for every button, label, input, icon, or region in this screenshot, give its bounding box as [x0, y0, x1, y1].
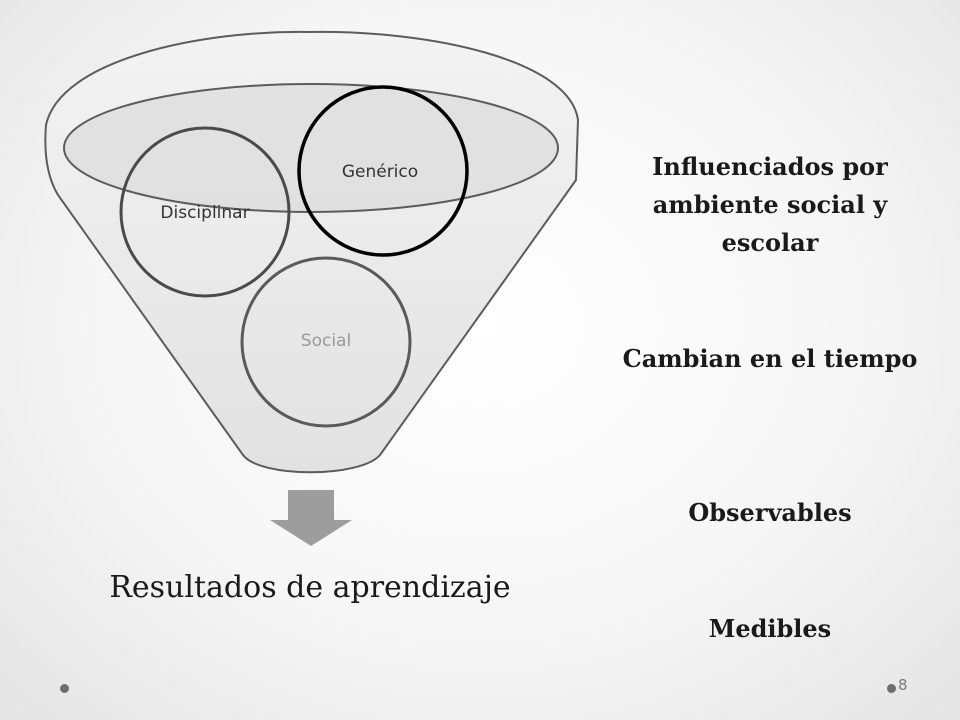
trait-observables: Observables	[688, 498, 852, 527]
footer-dot-left	[60, 684, 69, 693]
trait-medibles: Medibles	[708, 614, 832, 643]
trait-cambian: Cambian en el tiempo	[622, 344, 918, 373]
down-arrow-icon	[270, 490, 352, 546]
funnel-rim	[63, 83, 559, 213]
trait-influenciados: Influenciados por ambiente social y esco…	[652, 152, 888, 257]
social-label: Social	[301, 331, 351, 351]
footer-dot-right	[887, 684, 896, 693]
result-label: Resultados de aprendizaje	[109, 570, 511, 605]
generico-label: Genérico	[342, 162, 418, 182]
generico-circle	[297, 85, 469, 257]
disciplinar-label: Disciplinar	[160, 203, 249, 223]
slide-number: 8	[898, 676, 908, 694]
disciplinar-circle	[119, 126, 291, 298]
social-circle	[240, 256, 412, 428]
